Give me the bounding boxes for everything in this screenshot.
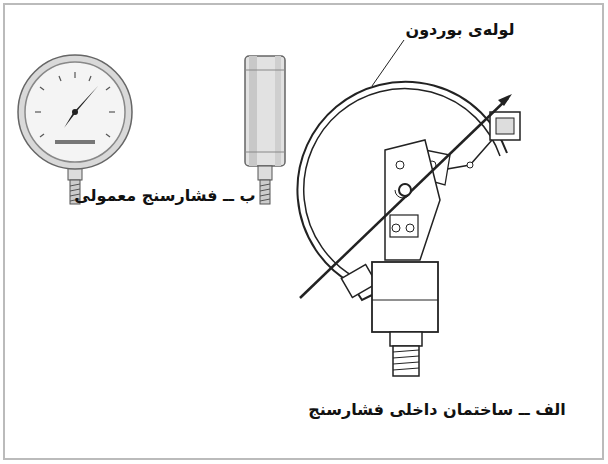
gauge-front — [18, 55, 132, 204]
part-label: لوله‌ی بوردون — [405, 20, 514, 39]
gauge-internal — [297, 40, 520, 376]
gauge-side — [245, 56, 285, 204]
figure-caption: ب ــ فشارسنج معمولی — [74, 186, 255, 205]
figure-caption: الف ــ ساختمان داخلی فشارسنج — [308, 400, 566, 419]
